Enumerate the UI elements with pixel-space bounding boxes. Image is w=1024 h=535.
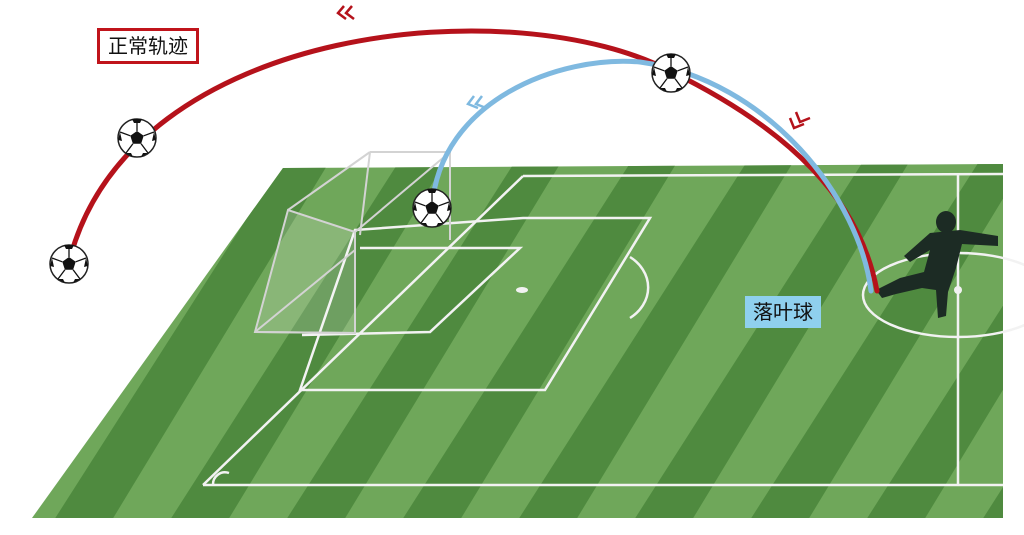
pitch-stripe	[866, 164, 1003, 518]
center-spot	[954, 286, 962, 294]
pitch-stripe	[54, 164, 331, 518]
direction-chevron-icon	[788, 111, 811, 130]
penalty-spot	[516, 287, 528, 293]
pitch-stripe	[634, 164, 911, 518]
goal-frame	[253, 151, 451, 335]
direction-chevron-icon	[336, 5, 355, 20]
soccer-ball-icon	[49, 244, 89, 284]
falling-leaf-trajectory-curve	[429, 58, 874, 294]
direction-chevron-icon	[466, 95, 487, 110]
pitch-lines	[202, 172, 1024, 487]
falling-leaf-ball-label: 落叶球	[745, 296, 821, 328]
soccer-ball-icon	[412, 188, 452, 228]
soccer-ball-icon	[651, 53, 691, 93]
pitch-stripe	[286, 164, 563, 518]
pitch-stripe	[170, 164, 447, 518]
player-silhouette-icon	[876, 211, 998, 318]
pitch	[32, 164, 1003, 518]
soccer-ball-icon	[117, 118, 157, 158]
normal-trajectory-label: 正常轨迹	[97, 28, 199, 64]
pitch-stripe	[518, 164, 795, 518]
pitch-stripe	[402, 164, 679, 518]
